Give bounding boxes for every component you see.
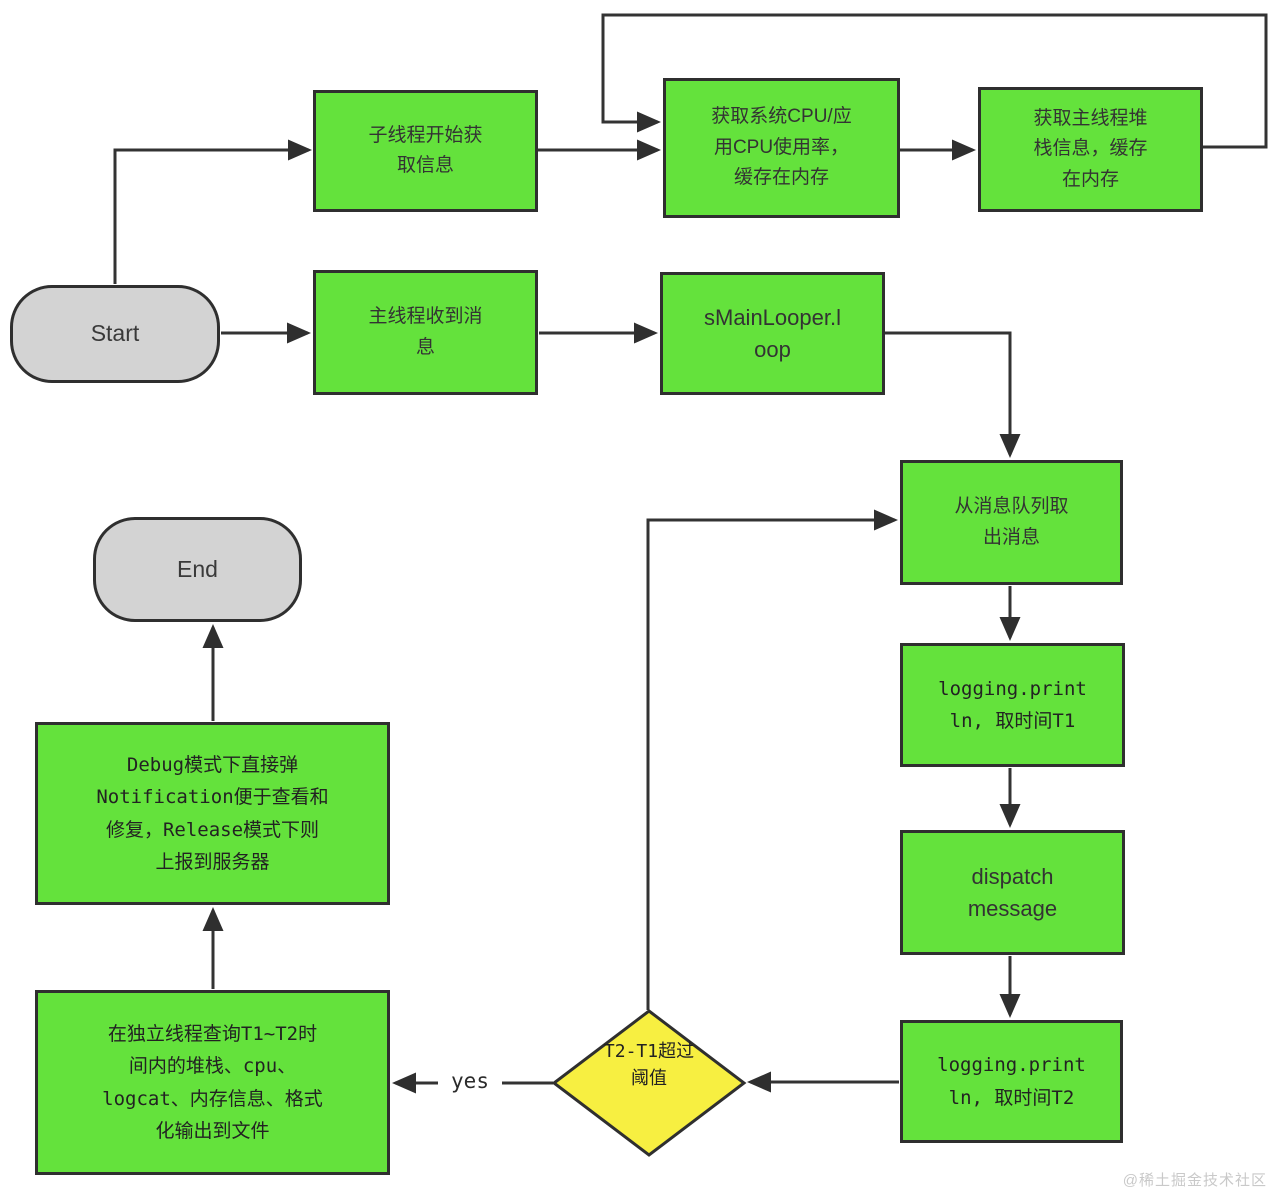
- node-dispatch-message: dispatch message: [900, 830, 1125, 955]
- edge-decision-no-to-take-message: [646, 509, 898, 1010]
- node-dispatch-message-label: dispatch message: [967, 863, 1058, 921]
- node-logging-t1-label: logging.print ln, 取时间T1: [938, 677, 1087, 732]
- node-smainlooper-label: sMainLooper.l oop: [704, 304, 841, 362]
- node-main-thread-msg: 主线程收到消 息: [313, 270, 538, 395]
- end-node-label: End: [177, 555, 218, 582]
- node-take-message-label: 从消息队列取 出消息: [954, 496, 1069, 548]
- node-logging-t2-label: logging.print ln, 取时间T2: [937, 1054, 1086, 1109]
- node-get-cpu-label: 获取系统CPU/应 用CPU使用率， 缓存在内存: [711, 106, 852, 189]
- decision-node-threshold: [551, 1009, 747, 1157]
- edge-start-to-child-thread: [113, 139, 312, 284]
- node-smainlooper: sMainLooper.l oop: [660, 272, 885, 395]
- node-get-stack: 获取主线程堆 栈信息，缓存 在内存: [978, 87, 1203, 212]
- node-take-message: 从消息队列取 出消息: [900, 460, 1123, 585]
- node-child-thread-start: 子线程开始获 取信息: [313, 90, 538, 212]
- start-node-label: Start: [90, 320, 140, 347]
- node-get-cpu: 获取系统CPU/应 用CPU使用率， 缓存在内存: [663, 78, 900, 218]
- node-logging-t2: logging.print ln, 取时间T2: [900, 1020, 1123, 1143]
- node-get-stack-label: 获取主线程堆 栈信息，缓存 在内存: [1033, 107, 1148, 190]
- node-child-thread-start-label: 子线程开始获 取信息: [368, 124, 483, 176]
- node-query-thread: 在独立线程查询T1~T2时 间内的堆栈、cpu、 logcat、内存信息、格式 …: [35, 990, 390, 1175]
- edge-get-stack-loop-to-get-cpu: [601, 13, 1268, 149]
- decision-node-threshold-label: T2-T1超过 阈值: [603, 1041, 695, 1089]
- edge-label-yes: yes: [438, 1066, 502, 1096]
- end-node: End: [93, 517, 302, 622]
- node-main-thread-msg-label: 主线程收到消 息: [368, 306, 483, 358]
- node-debug-release: Debug模式下直接弹 Notification便于查看和 修复，Release…: [35, 722, 390, 905]
- edge-smainlooper-to-take-message: [885, 331, 1021, 458]
- node-logging-t1: logging.print ln, 取时间T1: [900, 643, 1125, 767]
- start-node: Start: [10, 285, 220, 383]
- node-query-thread-label: 在独立线程查询T1~T2时 间内的堆栈、cpu、 logcat、内存信息、格式 …: [102, 1022, 323, 1142]
- node-debug-release-label: Debug模式下直接弹 Notification便于查看和 修复，Release…: [96, 753, 329, 873]
- watermark-text: @稀土掘金技术社区: [1122, 1172, 1267, 1189]
